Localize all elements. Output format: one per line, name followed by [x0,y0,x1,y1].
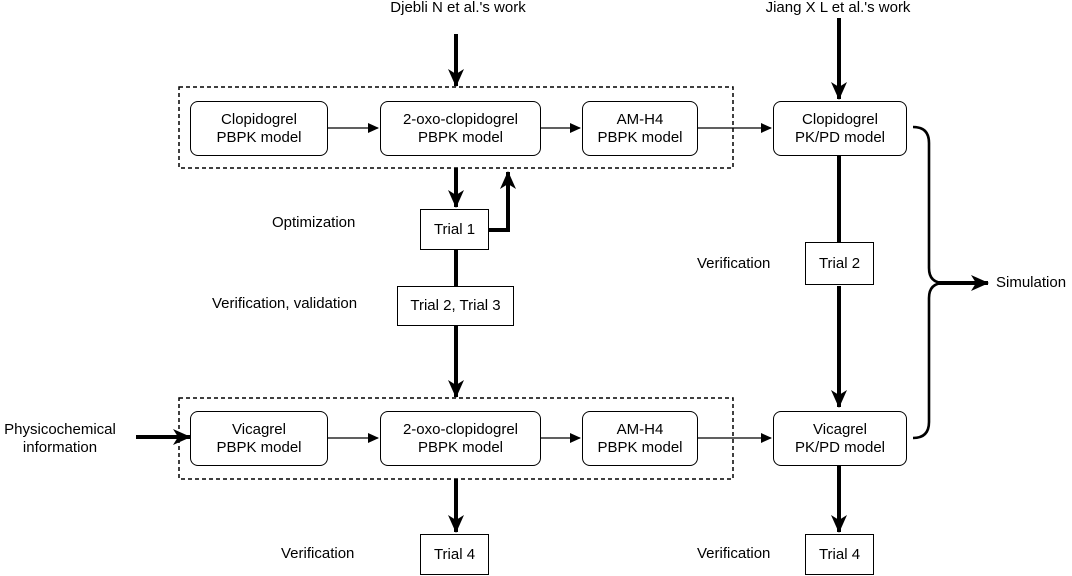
trial-label: Trial 2 [818,254,861,272]
physicochemical-label: Physicochemical information [4,421,116,457]
vicagrel-pkpd-node: Vicagrel PK/PD model [773,411,907,466]
verification-label-bottom-right: Verification [697,545,771,562]
node-subtitle: PBPK model [417,128,504,146]
node-title: 2-oxo-clopidogrel [402,420,519,438]
trial-label: Trial 4 [818,545,861,563]
node-title: AM-H4 [616,420,664,438]
oxo-clopidogrel-pbpk-node-bottom: 2-oxo-clopidogrel PBPK model [380,411,541,466]
trial-label: Trial 2, Trial 3 [410,297,501,314]
verification-validation-label: Verification, validation [212,295,358,312]
clopidogrel-pkpd-node: Clopidogrel PK/PD model [773,101,907,156]
verification-label-bottom-left: Verification [281,545,355,562]
trial2-trial3-box: Trial 2, Trial 3 [397,286,514,326]
jiang-source-label: Jiang X L et al.'s work [765,0,911,16]
trial2-box: Trial 2 [805,242,874,285]
arrow-trial1-feedback [489,171,516,232]
amh4-pbpk-node-top: AM-H4 PBPK model [582,101,698,156]
physicochemical-label-line1: Physicochemical [4,421,116,438]
node-title: Clopidogrel [221,110,297,128]
trial1-box: Trial 1 [420,209,489,250]
clopidogrel-pbpk-node: Clopidogrel PBPK model [190,101,328,156]
djebli-source-label: Djebli N et al.'s work [390,0,526,16]
node-title: AM-H4 [616,110,664,128]
amh4-pbpk-node-bottom: AM-H4 PBPK model [582,411,698,466]
trial-label: Trial 1 [433,220,476,238]
node-subtitle: PBPK model [417,438,504,456]
node-title: Clopidogrel [802,110,878,128]
node-title: Vicagrel [813,420,867,438]
node-subtitle: PBPK model [597,438,683,456]
node-subtitle: PBPK model [597,128,683,146]
vicagrel-pbpk-node: Vicagrel PBPK model [190,411,328,466]
node-subtitle: PBPK model [216,438,302,456]
trial4-box-right: Trial 4 [805,534,874,575]
node-subtitle: PBPK model [216,128,302,146]
optimization-label: Optimization [272,214,356,231]
trial4-box-left: Trial 4 [420,534,489,575]
trial-label: Trial 4 [433,545,476,563]
verification-label-right: Verification [697,255,771,272]
node-title: Vicagrel [232,420,286,438]
node-title: 2-oxo-clopidogrel [402,110,519,128]
node-subtitle: PK/PD model [794,128,886,146]
physicochemical-label-line2: information [22,439,98,456]
simulation-label: Simulation [996,274,1067,291]
oxo-clopidogrel-pbpk-node-top: 2-oxo-clopidogrel PBPK model [380,101,541,156]
node-subtitle: PK/PD model [794,438,886,456]
